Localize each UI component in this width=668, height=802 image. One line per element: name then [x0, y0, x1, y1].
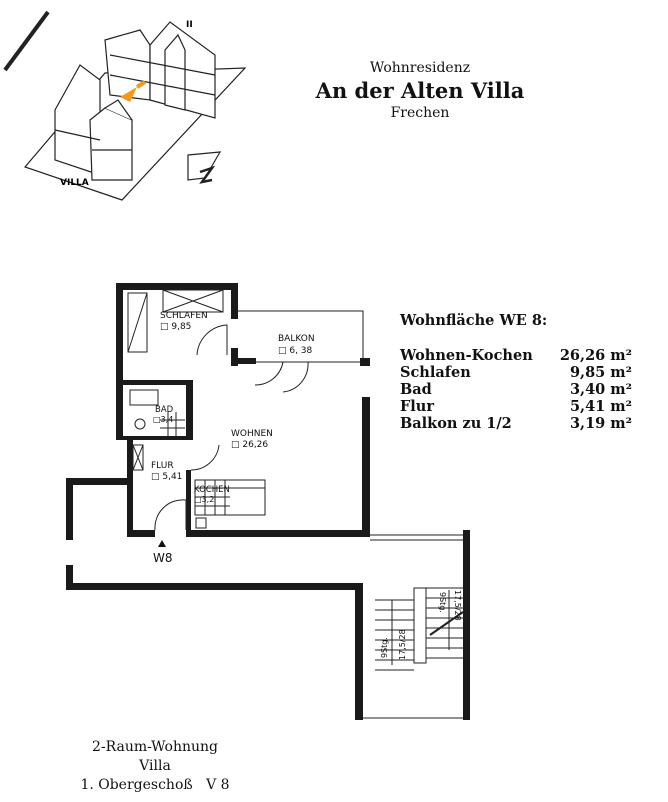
north-arrow-icon	[187, 151, 222, 181]
room-bad-area: □3,4	[153, 415, 173, 424]
door-entry	[154, 499, 187, 531]
document-footer: 2-Raum-Wohnung Villa 1. Obergeschoß V 8	[70, 738, 240, 795]
door-wohnen	[190, 444, 220, 471]
footer-floor: 1. Obergeschoß V 8	[80, 777, 230, 793]
area-row: Schlafen 9,85 m²	[400, 364, 632, 381]
road-edge	[3, 10, 50, 72]
area-value: 3,40 m²	[569, 381, 632, 398]
area-value: 5,41 m²	[569, 398, 632, 415]
header-title: An der Alten Villa	[315, 78, 525, 103]
area-row: Bad 3,40 m²	[400, 381, 632, 398]
area-label: Flur	[400, 398, 434, 415]
toilet	[134, 418, 146, 430]
closet	[132, 444, 144, 471]
area-table: Wohnfläche WE 8: Wohnen-Kochen 26,26 m² S…	[400, 312, 632, 432]
staircase	[375, 587, 464, 671]
stair-right-steps: 9Stg.	[438, 592, 447, 613]
villa-label: VILLA	[60, 178, 89, 188]
room-kochen-name: KOCHEN	[194, 485, 230, 495]
area-row: Balkon zu 1/2 3,19 m²	[400, 415, 632, 432]
block-label: II	[186, 20, 193, 30]
room-wohnen-name: WOHNEN	[231, 429, 273, 439]
area-label: Bad	[400, 381, 432, 398]
area-row: Wohnen-Kochen 26,26 m²	[400, 347, 632, 364]
walls	[66, 283, 470, 720]
unit-label: W8	[153, 551, 173, 565]
floor-plan: W8 SCHLAFEN □ 9,85 BALKON □ 6, 38 BAD □3…	[66, 283, 470, 720]
room-flur-name: FLUR	[151, 461, 174, 471]
room-schlafen-area: □ 9,85	[160, 322, 191, 332]
area-label: Schlafen	[400, 364, 471, 381]
stair-left-steps: 9Stg.	[380, 637, 389, 658]
room-flur-area: □ 5,41	[151, 472, 182, 482]
location-arrow-icon	[120, 87, 137, 102]
area-heading: Wohnfläche WE 8:	[400, 312, 548, 329]
door-schlafen	[196, 324, 228, 356]
room-wohnen-area: □ 26,26	[231, 440, 268, 450]
room-schlafen-name: SCHLAFEN	[160, 311, 208, 321]
wardrobe	[162, 289, 224, 313]
villa-building	[54, 64, 133, 181]
stair-right-dims: 17,5/28	[453, 590, 462, 621]
footer-building: Villa	[139, 758, 171, 774]
stair-left-dims: 17,5/28	[398, 629, 407, 660]
area-value: 3,19 m²	[569, 415, 632, 432]
area-label: Balkon zu 1/2	[400, 415, 512, 432]
room-balkon-area: □ 6, 38	[278, 346, 313, 356]
building-block-ii	[104, 21, 216, 119]
document-header: Wohnresidenz An der Alten Villa Frechen	[300, 60, 540, 121]
bathtub	[129, 389, 159, 406]
header-subtitle: Wohnresidenz	[369, 60, 471, 76]
room-kochen-area: □3,2	[194, 495, 214, 504]
header-city: Frechen	[390, 105, 450, 121]
area-value: 26,26 m²	[559, 347, 632, 364]
footer-apartment-type: 2-Raum-Wohnung	[92, 739, 218, 755]
area-label: Wohnen-Kochen	[400, 347, 533, 364]
room-bad-name: BAD	[155, 405, 174, 415]
area-value: 9,85 m²	[569, 364, 632, 381]
door-balkon	[254, 361, 309, 393]
area-row: Flur 5,41 m²	[400, 398, 632, 415]
entrance-marker-icon	[158, 540, 166, 547]
room-balkon-name: BALKON	[278, 334, 315, 344]
